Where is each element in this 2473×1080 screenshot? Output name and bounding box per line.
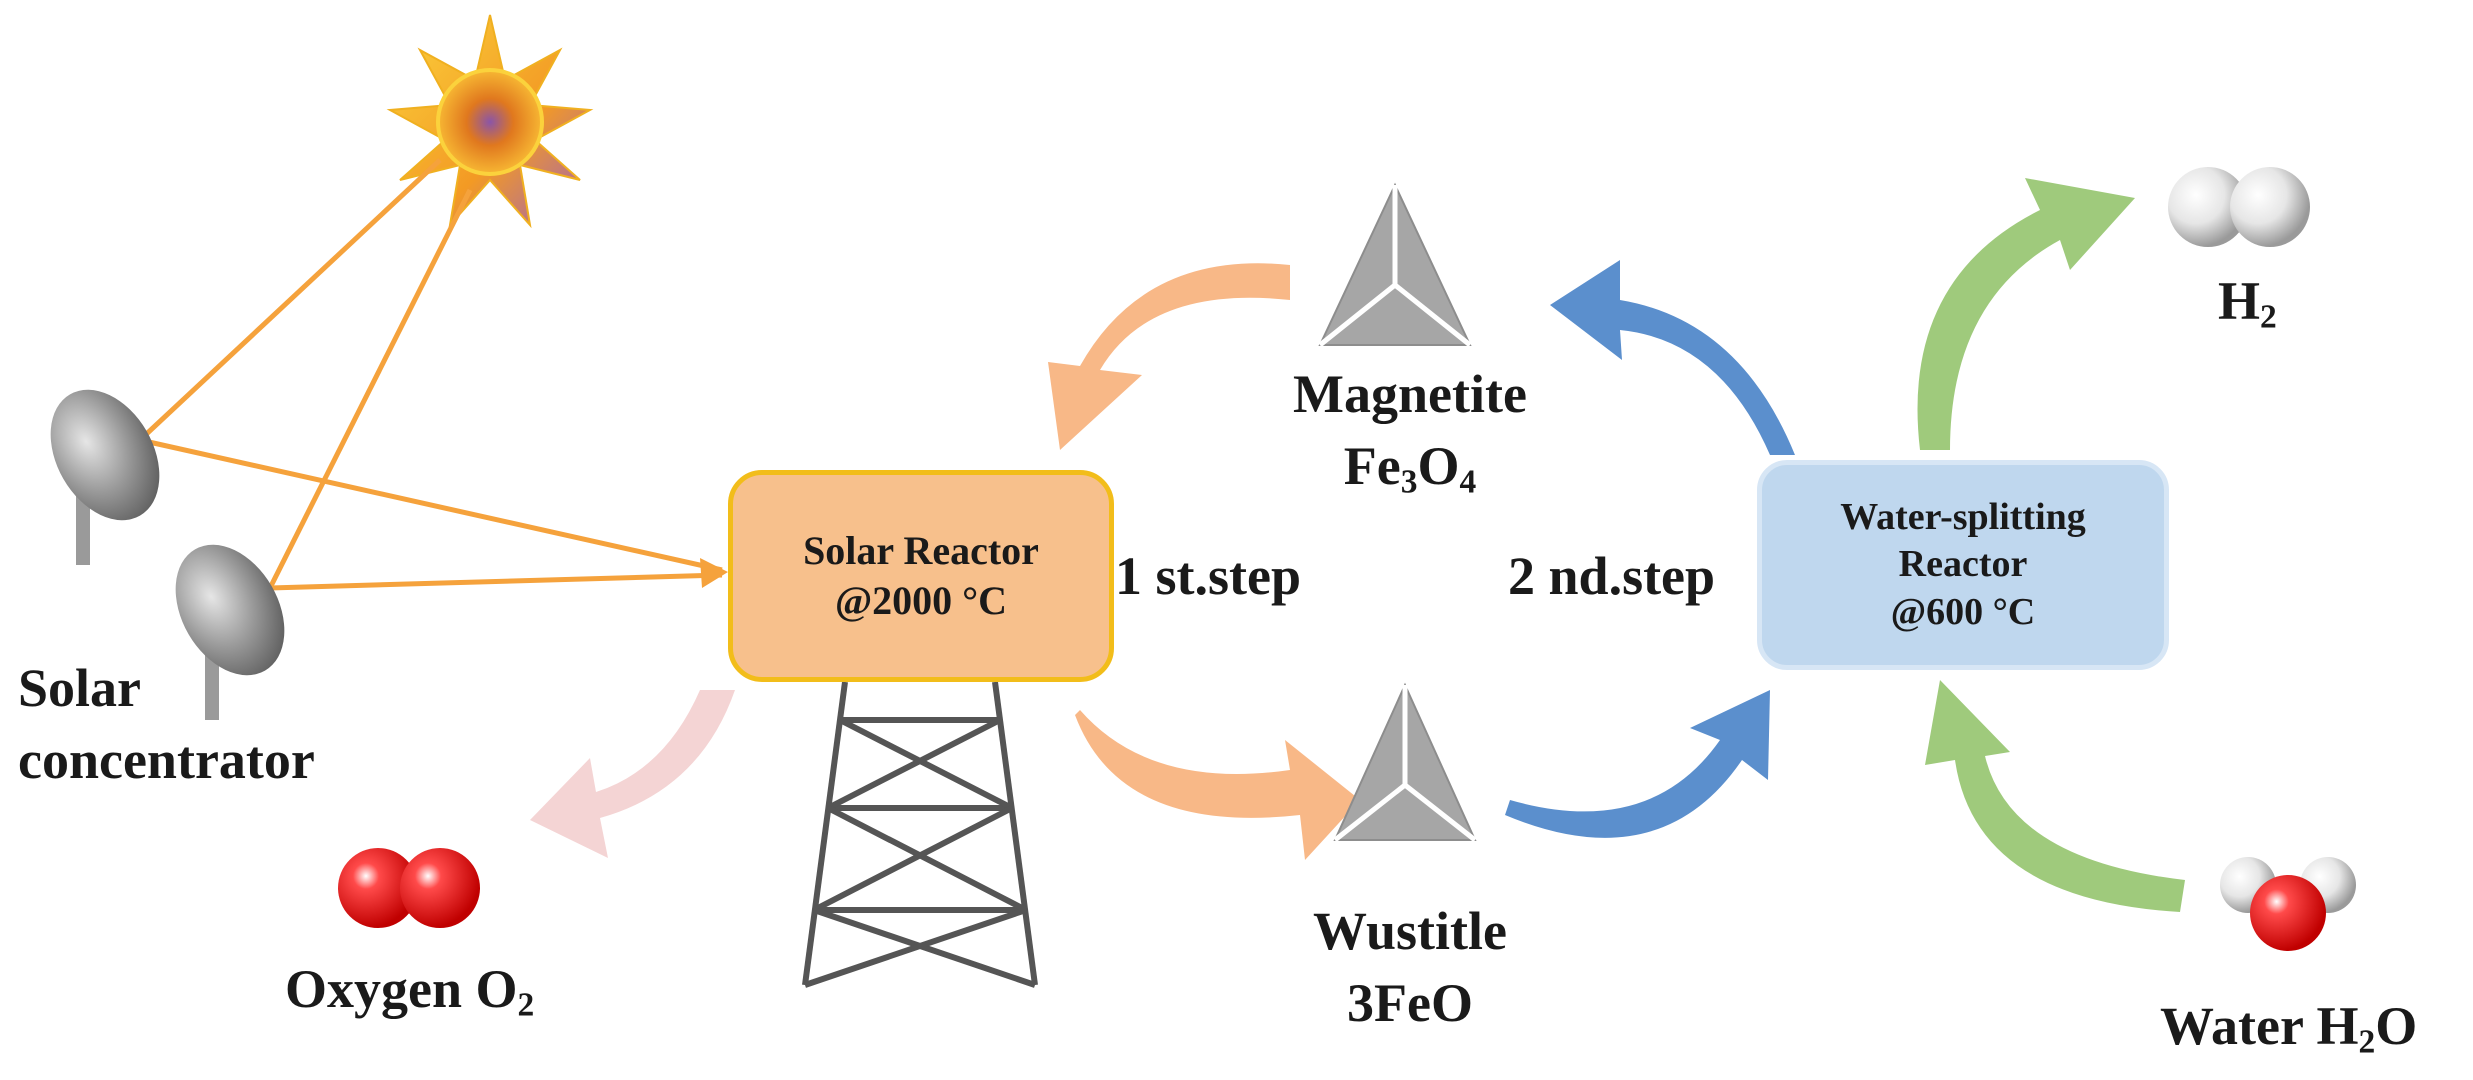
water-label: Water H2O	[2160, 995, 2418, 1061]
ray-arrowhead	[700, 558, 728, 588]
solar-reactor-temperature: @2000 °C	[834, 578, 1008, 623]
magnetite-tetrahedron-icon	[1318, 182, 1472, 347]
reactor-to-magnetite-arrow	[1550, 260, 1795, 455]
solar-concentrator-label-line2: concentrator	[18, 730, 315, 790]
solar-reactor-title: Solar Reactor	[803, 528, 1039, 573]
solar-dish-icon	[175, 544, 285, 720]
sun-icon	[386, 14, 594, 229]
wustite-formula: 3FeO	[1347, 973, 1473, 1033]
hydrogen-label: H2	[2218, 270, 2277, 336]
water-label-tail: O	[2375, 996, 2418, 1056]
water-molecule-icon	[2220, 857, 2356, 951]
water-splitting-reactor-box: Water-splitting Reactor @600 °C	[1757, 460, 2169, 670]
water-reactor-title-line2: Reactor	[1898, 543, 2028, 586]
water-feed-arrow	[1925, 680, 2185, 912]
water-reactor-temperature: @600 °C	[1890, 590, 2036, 633]
tower-structure	[802, 681, 1038, 988]
oxygen-release-arrow	[530, 690, 735, 858]
magnetite-formula: Fe3O4	[1343, 436, 1477, 501]
solar-concentrator-label-line1: Solar	[18, 658, 142, 718]
oxygen-label-subscript: 2	[517, 986, 535, 1024]
wustite-to-reactor-arrow	[1505, 690, 1770, 838]
hydrogen-label-subscript: 2	[2260, 298, 2277, 336]
solar-dish-icon	[50, 389, 160, 565]
reactor-to-wustite-arrow	[1075, 710, 1360, 860]
oxygen-label: Oxygen O2	[285, 958, 535, 1024]
water-label-subscript: 2	[2358, 1023, 2376, 1061]
step2-label: 2 nd.step	[1508, 546, 1716, 606]
oxygen-molecule-icon	[338, 848, 480, 928]
oxygen-label-text: Oxygen O	[285, 959, 518, 1019]
wustite-name: Wustitle	[1312, 901, 1507, 961]
sunlight-rays	[138, 158, 723, 591]
solar-reactor-box: Solar Reactor @2000 °C	[728, 470, 1114, 682]
wustite-tetrahedron-icon	[1333, 682, 1477, 842]
hydrogen-release-arrow	[1917, 178, 2135, 450]
hydrogen-molecule-icon	[2168, 167, 2310, 247]
hydrogen-label-text: H	[2218, 271, 2261, 331]
magnetite-to-reactor-arrow	[1048, 263, 1290, 450]
water-label-text: Water H	[2160, 996, 2359, 1056]
wustite-label: Wustitle 3FeO	[1270, 895, 1550, 1039]
magnetite-name: Magnetite	[1293, 364, 1527, 424]
magnetite-label: Magnetite Fe3O4	[1270, 358, 1550, 502]
solar-concentrator-label: Solar concentrator	[18, 652, 315, 796]
step1-label: 1 st.step	[1115, 546, 1301, 606]
water-reactor-title-line1: Water-splitting	[1840, 495, 2086, 538]
